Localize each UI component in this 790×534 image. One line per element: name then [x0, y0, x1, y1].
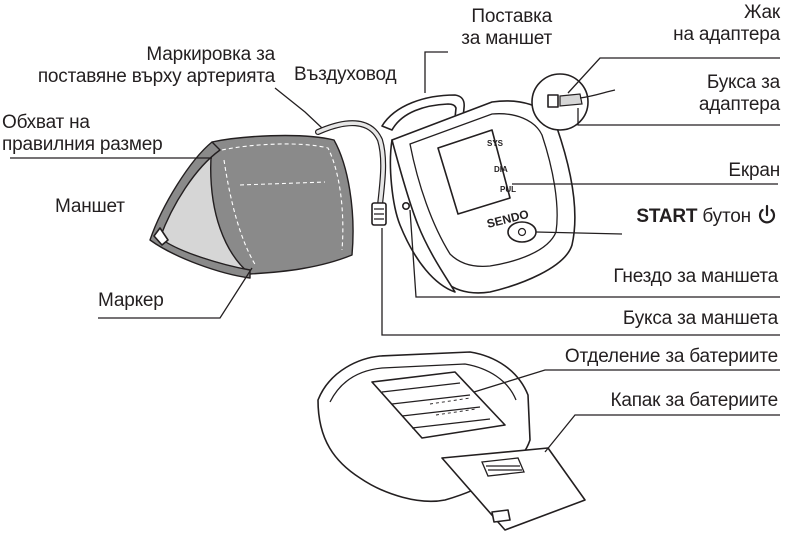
label-artery-mark-l2: поставяне върху артерията [37, 66, 275, 87]
label-adapter-socket: Букса за адаптера [699, 72, 780, 116]
cuff [149, 120, 387, 279]
leader-battery-cover [544, 414, 780, 453]
adapter-port [547, 94, 559, 108]
start-button-shape [507, 221, 537, 243]
label-cuff-stand-l1: Поставка [471, 6, 552, 27]
label-cuff-socket: Гнездо за маншета [613, 266, 778, 287]
label-marker: Маркер [98, 290, 164, 311]
cover-grip [481, 457, 525, 477]
battery-base [317, 351, 586, 531]
leader-cuff-stand [424, 51, 448, 93]
label-adapter-jack: Жак на адаптера [673, 2, 780, 46]
label-cuff-stand-l2: за маншет [461, 28, 552, 49]
monitor: SYS DIA PUL SENDO [381, 94, 576, 294]
leader-marker [98, 267, 253, 319]
cuff-body [210, 134, 354, 275]
air-hose-tube-inner [316, 121, 385, 207]
monitor-side [389, 139, 456, 293]
cuff-socket-hole [401, 202, 410, 211]
leader-cuff-socket [409, 209, 780, 298]
power-icon [758, 204, 776, 224]
leader-artery-mark [274, 87, 323, 129]
leader-adapter-socket [577, 108, 780, 126]
label-size-range-l2: правилния размер [2, 134, 163, 155]
adapter-closeup [531, 73, 616, 131]
cuff-stitch-1 [221, 143, 344, 251]
leader-adapter-jack [567, 57, 780, 94]
adapter-plug [559, 93, 583, 107]
label-artery-mark: Маркировка за поставяне върху артерията [38, 44, 275, 88]
leader-start [535, 231, 623, 235]
label-artery-mark-l1: Маркировка за [146, 44, 275, 65]
battery-slots [429, 397, 477, 416]
screen-sys: SYS [487, 139, 504, 148]
label-battery-compartment: Отделение за батериите [564, 346, 778, 367]
lcd-screen [437, 129, 511, 215]
label-adapter-socket-l2: адаптера [698, 94, 780, 115]
label-size-range: Обхват на правилния размер [2, 112, 163, 156]
cuff-stitch-2 [223, 159, 257, 267]
cuff-front-rim [149, 141, 251, 279]
label-start-bold: START [636, 206, 698, 227]
monitor-bezel [409, 113, 558, 268]
cover [441, 447, 586, 531]
label-adapter-jack-l1: Жак [743, 2, 780, 23]
label-start: START бутон [636, 204, 778, 228]
label-adapter-jack-l2: на адаптера [673, 24, 780, 45]
label-cuff-stand: Поставка за маншет [461, 6, 552, 50]
leader-cuff-plug [381, 228, 780, 336]
start-button-glyph [517, 227, 527, 237]
cuff-plug-ridges [374, 208, 384, 220]
label-cuff: Маншет [55, 196, 125, 217]
label-size-range-l1: Обхват на [2, 112, 90, 133]
screen-pul: PUL [500, 185, 516, 194]
cuff-stitch-3 [239, 181, 326, 186]
label-battery-cover: Капак за батериите [610, 390, 778, 411]
screen-dia: DIA [494, 165, 508, 174]
label-air-hose: Въздуховод [294, 64, 397, 85]
base-rim [329, 363, 517, 403]
cuff-d-ring [153, 227, 169, 246]
adapter-cable [579, 89, 616, 99]
compartment-rails [381, 382, 491, 429]
label-screen: Екран [728, 160, 780, 181]
label-adapter-socket-l1: Букса за [706, 72, 780, 93]
leader-lines [10, 51, 780, 453]
cover-tab [491, 509, 511, 523]
label-start-rest: бутон [702, 206, 751, 227]
leader-battery-compartment [473, 369, 780, 393]
label-cuff-plug: Букса за маншета [622, 308, 778, 329]
